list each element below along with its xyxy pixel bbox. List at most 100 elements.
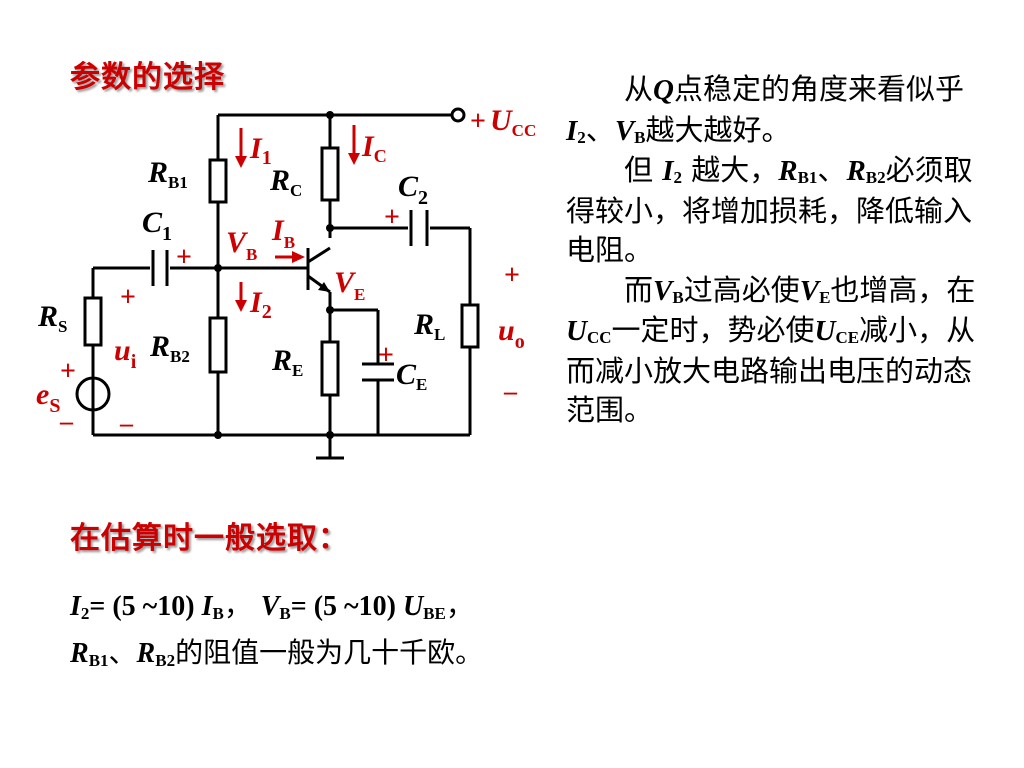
f1-i2-sub: 2 xyxy=(80,604,90,623)
capacitor-ce xyxy=(362,362,394,382)
es-plus-sign: + xyxy=(60,356,76,387)
re-sub: E xyxy=(292,361,303,380)
f2-text: 的阻值一般为几十千欧。 xyxy=(175,636,484,669)
rb2-sub: B2 xyxy=(170,347,190,366)
f1-ube: U xyxy=(402,591,424,622)
f2-sep: 、 xyxy=(108,636,137,669)
ic-sub: C xyxy=(374,146,387,166)
rb2-main: R xyxy=(149,330,170,363)
rb1-label: RB1 xyxy=(147,156,188,192)
rb2-label: RB2 xyxy=(149,330,190,366)
junction-dots xyxy=(214,111,334,439)
output-plus-sign: + xyxy=(504,260,520,291)
explanation-paragraph-1: 从Q点稳定的角度来看似乎I2、VB越大越好。 xyxy=(566,70,986,151)
rc-sub: C xyxy=(290,181,302,200)
current-arrows xyxy=(235,125,360,312)
output-minus-sign: – xyxy=(503,377,518,406)
ui-label: ui xyxy=(114,334,137,373)
ucc-label-sub: CC xyxy=(512,121,537,140)
capacitor-c1 xyxy=(151,250,169,286)
p1-i2: I xyxy=(566,114,578,147)
f2-rb2-sub: B2 xyxy=(155,651,176,670)
f1-i2: I xyxy=(70,591,81,622)
f1-ib: I xyxy=(201,591,213,622)
p1-i2-sub: 2 xyxy=(577,127,586,147)
f1-ib-sub: B xyxy=(212,604,224,623)
c1-sub: 1 xyxy=(162,223,172,245)
transistor-emitter-arrow xyxy=(318,282,330,292)
f1-vb: V xyxy=(260,591,280,622)
explanation-paragraph-2: 但 I2 越大，RB1、RB2必须取得较小，将增加损耗，降低输入电阻。 xyxy=(566,151,986,271)
p1-text-b: 点稳定的角度来看似乎 xyxy=(673,72,964,106)
ve-sub: E xyxy=(354,285,365,304)
p1-text-d: 越大越好。 xyxy=(645,112,791,147)
uo-label: uo xyxy=(498,314,525,353)
ib-sub: B xyxy=(284,233,295,252)
p2-text-d: 必须取得较小，将增加损耗，降低输入电阻。 xyxy=(566,153,973,267)
ve-main: V xyxy=(334,266,357,299)
ib-label: IB xyxy=(271,214,295,252)
ucc-plus-sign: + xyxy=(470,106,486,137)
rb1-sub: B1 xyxy=(168,173,188,192)
ucc-terminal xyxy=(450,107,466,123)
p1-q: Q xyxy=(653,74,674,106)
resistor-rc xyxy=(320,146,340,202)
resistor-re xyxy=(320,340,340,397)
ui-main: u xyxy=(114,334,131,367)
rl-label: RL xyxy=(413,308,445,344)
ucc-label: UCC xyxy=(490,104,536,140)
p3-uce: U xyxy=(814,315,836,347)
formula-line-2: RB1、RB2的阻值一般为几十千欧。 xyxy=(70,630,483,677)
resistor-rb2 xyxy=(208,316,228,374)
p3-text-c: 也增高，在 xyxy=(830,272,976,307)
ucc-label-main: U xyxy=(490,104,513,137)
p3-vb-sub: B xyxy=(672,287,684,307)
p1-vb-sub: B xyxy=(634,127,646,147)
p2-i2-sub: 2 xyxy=(673,168,683,187)
p3-uce-sub: CE xyxy=(835,328,860,347)
es-sub: S xyxy=(49,395,60,417)
f1-end: ， xyxy=(445,589,474,622)
c2-sub: 2 xyxy=(418,187,428,209)
p3-vb: V xyxy=(653,274,673,307)
i2-sub: 2 xyxy=(262,301,272,323)
p2-i2: I xyxy=(662,155,674,187)
ce-sub: E xyxy=(416,375,427,394)
resistor-rl xyxy=(460,303,480,349)
ui-sub: i xyxy=(131,351,137,373)
rc-label: RC xyxy=(269,164,302,200)
re-label: RE xyxy=(271,344,303,380)
uo-sub: o xyxy=(515,331,525,353)
rs-sub: S xyxy=(58,317,67,336)
explanation-paragraph-3: 而VB过高必使VE也增高，在UCC一定时，势必使UCE减小，从而减小放大电路输出… xyxy=(566,271,986,431)
es-label: eS xyxy=(36,378,60,417)
f1-sep: ， xyxy=(223,589,261,622)
vb-main: V xyxy=(226,226,249,259)
c1-label: C1 xyxy=(142,206,172,245)
p2-rb2: R xyxy=(846,155,866,187)
p2-rb2-sub: B2 xyxy=(865,168,886,187)
c1-plus-sign: + xyxy=(176,242,192,273)
ib-main: I xyxy=(271,214,285,247)
p1-vb: V xyxy=(614,114,635,147)
i1-label: I1 xyxy=(249,132,272,169)
ce-main: C xyxy=(396,358,417,391)
p2-text-b: 越大， xyxy=(682,153,779,187)
resistor-rs xyxy=(83,296,103,347)
p2-text-c: 、 xyxy=(817,153,847,187)
c2-label: C2 xyxy=(398,170,428,209)
p3-text-b: 过高必使 xyxy=(683,272,800,307)
ic-main: I xyxy=(361,130,375,163)
p3-ve: V xyxy=(799,274,820,307)
input-minus-sign: – xyxy=(119,409,134,438)
p3-text-e: 减小，从而减小放大电路输出电压的动态范围。 xyxy=(566,313,976,427)
rb1-main: R xyxy=(147,156,168,189)
explanation-text: 从Q点稳定的角度来看似乎I2、VB越大越好。 但 I2 越大，RB1、RB2必须… xyxy=(566,70,986,431)
p2-rb1: R xyxy=(778,155,798,187)
c2-plus-sign: + xyxy=(384,202,400,233)
rl-main: R xyxy=(413,308,434,341)
f1-ube-sub: BE xyxy=(423,604,446,623)
f1-eq1: = (5 ~10) xyxy=(89,591,202,622)
circuit-wires xyxy=(91,113,472,460)
